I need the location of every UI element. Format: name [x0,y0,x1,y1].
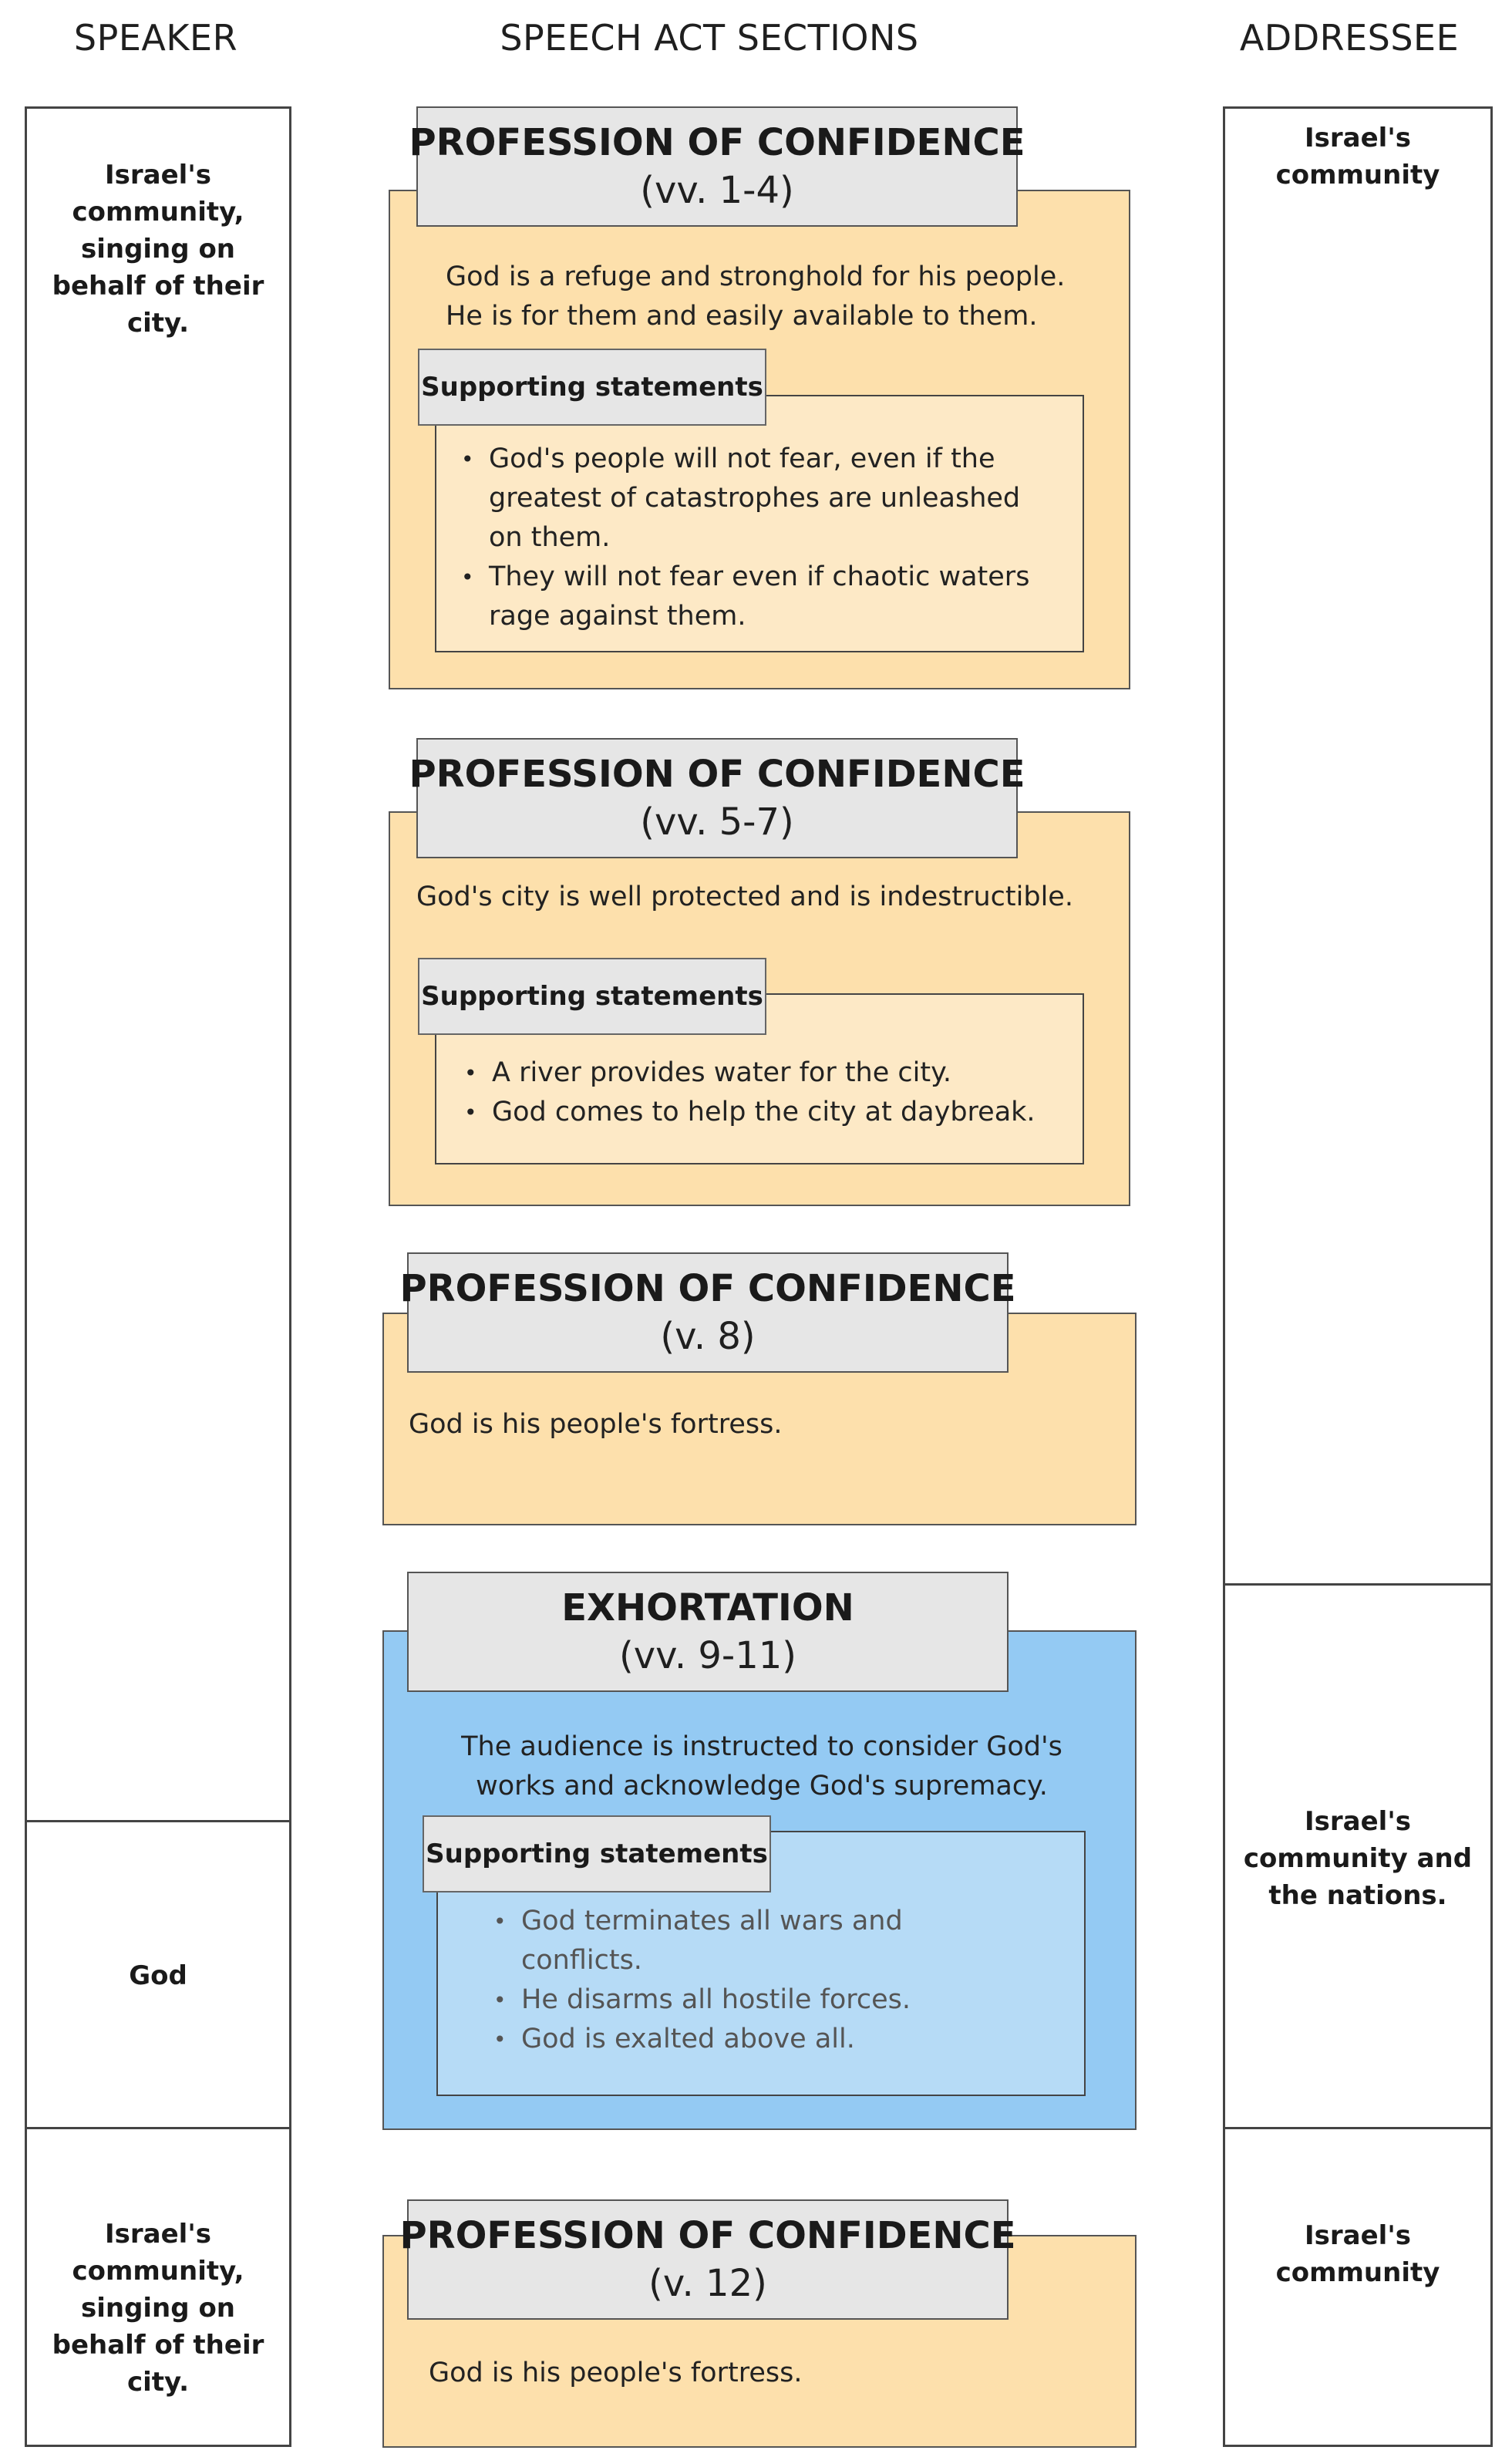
supporting-statement: God comes to help the city at daybreak. [461,1093,1055,1132]
section-summary: God is his people's fortress. [429,2358,803,2388]
section-title-box: PROFESSION OF CONFIDENCE (vv. 1-4) [409,106,1025,227]
supporting-statement: God terminates all wars and conflicts. [490,1902,922,1980]
speaker-block-god: God [25,1820,291,2129]
section-title: PROFESSION OF CONFIDENCE [399,1267,1016,1310]
section-title: EXHORTATION [561,1586,854,1630]
section-summary: God is his people's fortress. [409,1409,783,1440]
supporting-statement: God's people will not fear, even if the … [458,440,1052,558]
addressee-column-header: ADDRESSEE [1239,17,1460,59]
addressee-block-community-final: Israel's community [1223,2127,1493,2447]
section-summary: God is a refuge and stronghold for his p… [446,261,1066,332]
section-confidence-5-7: God's city is well protected and is inde… [389,811,1130,1206]
section-verses: (vv. 9-11) [619,1634,796,1677]
supporting-statement: A river provides water for the city. [461,1053,1055,1093]
section-confidence-1-4: God is a refuge and stronghold for his p… [389,190,1130,689]
section-verses: (v. 12) [648,2262,767,2305]
supporting-statements-list: A river provides water for the city. God… [461,1053,1055,1132]
section-exhortation-9-11: The audience is instructed to consider G… [382,1630,1137,2130]
sections-column-header: SPEECH ACT SECTIONS [500,17,919,59]
supporting-statements-tab: Supporting statements [418,958,766,1035]
section-title: PROFESSION OF CONFIDENCE [409,753,1025,796]
section-summary: God's city is well protected and is inde… [416,881,1073,912]
section-title-box: PROFESSION OF CONFIDENCE (v. 8) [399,1252,1016,1373]
addressee-label: Israel's community and the nations. [1243,1806,1473,1911]
supporting-statements-tab: Supporting statements [418,349,766,426]
supporting-statement: He disarms all hostile forces. [490,1980,922,2020]
supporting-statements-tab: Supporting statements [423,1815,771,1892]
section-verses: (vv. 5-7) [640,800,794,844]
addressee-block-community: Israel's community [1223,106,1493,1586]
supporting-statements-list: God terminates all wars and conflicts. H… [490,1902,922,2059]
speaker-block-community-final: Israel's community, singing on behalf of… [25,2127,291,2447]
supporting-statement: They will not fear even if chaotic water… [458,558,1052,636]
speaker-label: Israel's community, singing on behalf of… [52,2219,264,2398]
speaker-label: God [129,1960,187,1991]
section-title: PROFESSION OF CONFIDENCE [409,121,1025,164]
supporting-statement: God is exalted above all. [490,2020,922,2059]
section-verses: (v. 8) [660,1315,756,1358]
speaker-block-community: Israel's community, singing on behalf of… [25,106,291,1822]
section-verses: (vv. 1-4) [640,169,794,212]
speaker-label: Israel's community, singing on behalf of… [52,160,264,339]
addressee-block-nations: Israel's community and the nations. [1223,1583,1493,2129]
addressee-label: Israel's community [1275,123,1440,190]
supporting-statements-list: God's people will not fear, even if the … [458,440,1052,636]
supporting-statements-box: God's people will not fear, even if the … [435,395,1084,652]
section-summary: The audience is instructed to consider G… [461,1731,1062,1801]
section-title-box: EXHORTATION (vv. 9-11) [407,1572,1009,1692]
addressee-label: Israel's community [1275,2220,1440,2288]
speaker-column-header: SPEAKER [73,17,238,59]
section-title-box: PROFESSION OF CONFIDENCE (vv. 5-7) [409,738,1025,858]
section-title: PROFESSION OF CONFIDENCE [399,2214,1016,2257]
section-title-box: PROFESSION OF CONFIDENCE (v. 12) [399,2199,1016,2320]
